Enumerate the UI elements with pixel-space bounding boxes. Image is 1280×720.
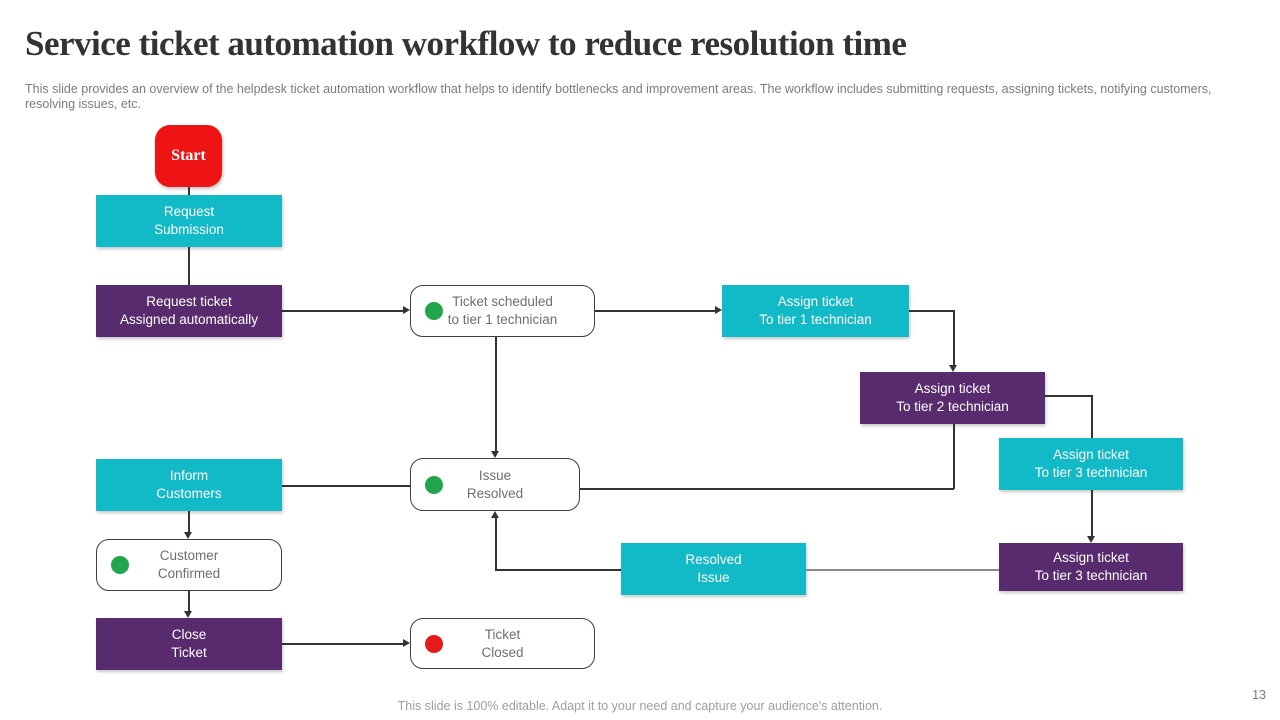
status-dot-green-icon <box>111 556 129 574</box>
page-number: 13 <box>1252 688 1266 702</box>
node-label: Customer <box>159 548 219 563</box>
connector <box>282 485 410 487</box>
node-label: To tier 2 technician <box>896 399 1009 414</box>
node-assign-tier3-resolve: Assign ticket To tier 3 technician <box>999 543 1183 591</box>
arrowhead-icon <box>949 365 957 372</box>
node-start: Start <box>155 125 222 187</box>
node-label: Issue <box>478 467 512 483</box>
status-dot-red-icon <box>425 634 443 653</box>
connector <box>595 310 715 312</box>
connector <box>495 517 497 570</box>
slide-description: This slide provides an overview of the h… <box>25 82 1212 111</box>
connector <box>188 187 190 195</box>
node-label: Resolved <box>685 552 742 567</box>
node-label: To tier 1 technician <box>759 312 872 327</box>
node-label: Assign ticket <box>1053 550 1129 565</box>
node-inform-customers: Inform Customers <box>96 459 282 511</box>
node-close-ticket: Close Ticket <box>96 618 282 670</box>
node-label: Assign ticket <box>1053 447 1129 462</box>
connector <box>282 643 403 645</box>
node-label: Close <box>171 627 207 642</box>
connector <box>953 310 955 366</box>
node-label: Inform <box>169 468 209 483</box>
node-label: Resolved <box>466 485 524 501</box>
node-resolved-issue: Resolved Issue <box>621 543 806 595</box>
node-label: Start <box>171 147 206 164</box>
node-issue-resolved: Issue Resolved <box>410 458 580 511</box>
node-label: Ticket <box>171 645 207 660</box>
node-ticket-closed: Ticket Closed <box>410 618 595 669</box>
arrowhead-icon <box>491 451 499 458</box>
arrowhead-icon <box>184 532 192 539</box>
node-label: Assign ticket <box>777 294 854 309</box>
node-label: Assign ticket <box>914 381 991 396</box>
arrowhead-icon <box>403 639 410 647</box>
node-label: To tier 3 technician <box>1034 465 1148 480</box>
node-label: Request ticket <box>146 294 232 309</box>
arrowhead-icon <box>1087 536 1095 543</box>
arrowhead-icon <box>715 306 722 314</box>
status-dot-green-icon <box>425 475 443 494</box>
node-label: To tier 3 technician <box>1034 568 1148 583</box>
node-label: to tier 1 technician <box>447 312 558 327</box>
node-label: Issue <box>697 570 730 585</box>
node-label: Customers <box>156 486 222 501</box>
arrowhead-icon <box>184 611 192 618</box>
node-label: Ticket <box>484 626 521 642</box>
connector <box>953 424 955 489</box>
node-label: Assigned automatically <box>119 312 259 327</box>
connector <box>495 337 497 452</box>
connector <box>1091 395 1093 438</box>
node-assign-tier3-escalate: Assign ticket To tier 3 technician <box>999 438 1183 490</box>
node-label: Closed <box>481 644 524 660</box>
connector <box>806 569 999 571</box>
connector <box>909 310 954 312</box>
connector <box>1091 490 1093 537</box>
node-assign-tier1: Assign ticket To tier 1 technician <box>722 285 909 337</box>
page-title: Service ticket automation workflow to re… <box>25 24 907 63</box>
connector <box>282 310 403 312</box>
node-label: Ticket scheduled <box>452 294 553 309</box>
connector <box>580 488 954 490</box>
footer-note: This slide is 100% editable. Adapt it to… <box>397 699 883 713</box>
connector <box>495 569 621 571</box>
node-ticket-scheduled: Ticket scheduled to tier 1 technician <box>410 285 595 337</box>
node-request-ticket-assigned: Request ticket Assigned automatically <box>96 285 282 337</box>
node-label: Request <box>163 204 215 219</box>
node-label: Confirmed <box>157 566 221 581</box>
status-dot-green-icon <box>425 302 443 320</box>
connector <box>188 591 190 612</box>
connector <box>1045 395 1092 397</box>
node-request-submission: Request Submission <box>96 195 282 247</box>
connector <box>188 511 190 533</box>
node-label: Submission <box>154 222 224 237</box>
arrowhead-icon <box>403 306 410 314</box>
node-customer-confirmed: Customer Confirmed <box>96 539 282 591</box>
node-assign-tier2: Assign ticket To tier 2 technician <box>860 372 1045 424</box>
arrowhead-icon <box>491 511 499 518</box>
connector <box>188 247 190 285</box>
